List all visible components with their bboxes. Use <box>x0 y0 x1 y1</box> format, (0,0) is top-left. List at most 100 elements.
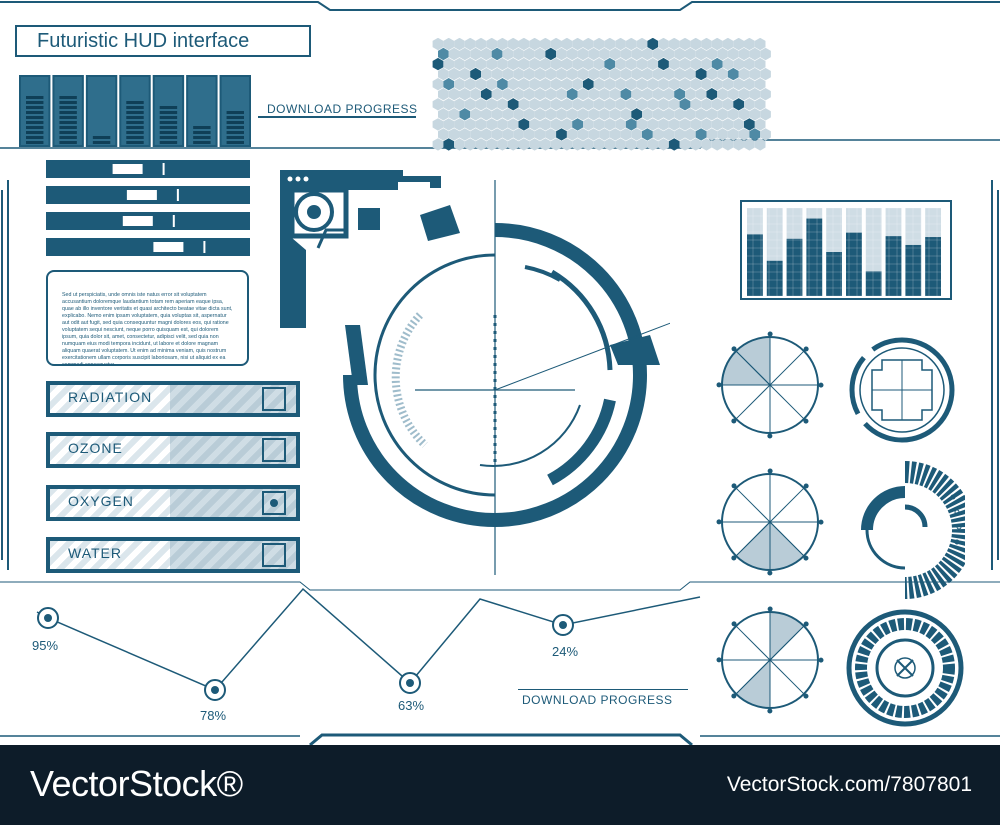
wheel-dial <box>846 609 964 727</box>
hex-cell <box>711 138 723 151</box>
line-point-core <box>44 614 52 622</box>
sensor-checkbox[interactable] <box>262 543 286 567</box>
hex-cell <box>674 47 685 61</box>
hex-cell <box>599 128 610 141</box>
target-reticle <box>343 180 670 575</box>
pie-tick-dot <box>767 433 773 439</box>
hex-cell <box>583 118 594 131</box>
pie-divider <box>769 659 805 695</box>
hex-cell <box>642 47 653 61</box>
hex-cell <box>722 57 734 71</box>
hex-cell <box>448 67 460 81</box>
level-tick <box>126 116 144 119</box>
slider-knob <box>153 242 184 252</box>
hex-cell <box>561 138 573 151</box>
hex-cell <box>620 47 632 61</box>
pie-tick-dot <box>731 621 737 627</box>
level-tick <box>159 131 178 134</box>
sensor-checkbox[interactable] <box>262 438 286 462</box>
hex-cell <box>459 108 471 121</box>
hex-cell <box>432 38 444 51</box>
pie-slice <box>769 520 805 571</box>
hex-cell <box>663 108 675 121</box>
hex-cell <box>609 47 621 61</box>
hex-cell <box>658 78 669 91</box>
hex-cell <box>518 78 530 91</box>
hex-cell <box>529 118 540 131</box>
hex-cell <box>497 38 508 51</box>
hex-cell <box>491 88 503 101</box>
hex-cell <box>475 118 487 131</box>
level-tick <box>159 116 178 119</box>
footer-bar: VectorStock® VectorStock.com/7807801 <box>0 745 1000 825</box>
hex-cell <box>701 78 712 91</box>
hex-cell <box>454 98 465 111</box>
pie-tick-dot <box>767 468 773 474</box>
hex-cell <box>486 38 498 51</box>
hex-cell <box>454 78 465 91</box>
download-progress-underline-top <box>258 116 416 118</box>
hex-cell <box>572 118 583 131</box>
pie-tick-dot <box>803 483 809 489</box>
hex-cell <box>572 98 583 111</box>
hex-cell <box>464 38 476 51</box>
hex-cell <box>754 38 766 51</box>
hex-cell <box>727 128 739 141</box>
hex-cell <box>711 98 723 111</box>
hex-cell <box>497 98 508 111</box>
pie-divider <box>769 487 805 523</box>
slider-knob <box>126 190 157 200</box>
hex-cell <box>459 88 471 101</box>
hex-cell <box>577 108 589 121</box>
hex-cell <box>529 57 540 71</box>
level-tick <box>59 136 77 139</box>
hex-cell <box>674 67 685 81</box>
hex-cell <box>701 118 712 131</box>
bar-chart <box>740 200 952 300</box>
sensor-water[interactable]: WATER <box>46 537 300 573</box>
sensor-radiation[interactable]: RADIATION <box>46 381 300 417</box>
pie-dial <box>716 468 824 576</box>
hex-cell <box>438 67 449 81</box>
sensor-oxygen[interactable]: OXYGEN <box>46 485 300 521</box>
hex-cell <box>760 47 771 61</box>
hex-cell <box>749 67 761 81</box>
pie-tick-dot <box>731 418 737 424</box>
hex-cell <box>690 118 702 131</box>
hex-cell <box>679 78 691 91</box>
hex-cell <box>652 47 664 61</box>
hex-cell <box>523 128 535 141</box>
hex-cell <box>561 78 573 91</box>
hex-cell <box>668 98 680 111</box>
hex-cell <box>540 118 551 131</box>
sensor-ozone[interactable]: OZONE <box>46 432 300 468</box>
hex-cell <box>529 78 540 91</box>
hex-cell <box>690 38 702 51</box>
level-tick <box>226 111 244 114</box>
hex-cell <box>620 108 632 121</box>
hex-cell <box>545 67 557 81</box>
hex-cell <box>507 118 519 131</box>
hex-cell <box>631 128 642 141</box>
level-tick <box>59 141 77 144</box>
hex-cell <box>695 88 707 101</box>
sensor-checkbox[interactable] <box>262 387 286 411</box>
hex-cell <box>668 78 680 91</box>
pie-tick-dot <box>767 570 773 576</box>
hex-cell <box>481 108 492 121</box>
hex-cell <box>695 128 707 141</box>
hex-cell <box>513 88 524 101</box>
hex-cell <box>754 78 766 91</box>
hex-cell <box>470 88 481 101</box>
hex-cell <box>432 98 444 111</box>
sensor-checkbox[interactable] <box>262 491 286 515</box>
hex-cell <box>470 128 481 141</box>
pie-tick-dot <box>803 418 809 424</box>
level-tick <box>26 131 44 134</box>
hex-cell <box>588 128 600 141</box>
hex-cell <box>631 47 642 61</box>
hex-cell <box>572 138 583 151</box>
line-point-label: 95% <box>32 638 59 653</box>
hex-cell <box>636 78 648 91</box>
hex-cell <box>443 118 455 131</box>
